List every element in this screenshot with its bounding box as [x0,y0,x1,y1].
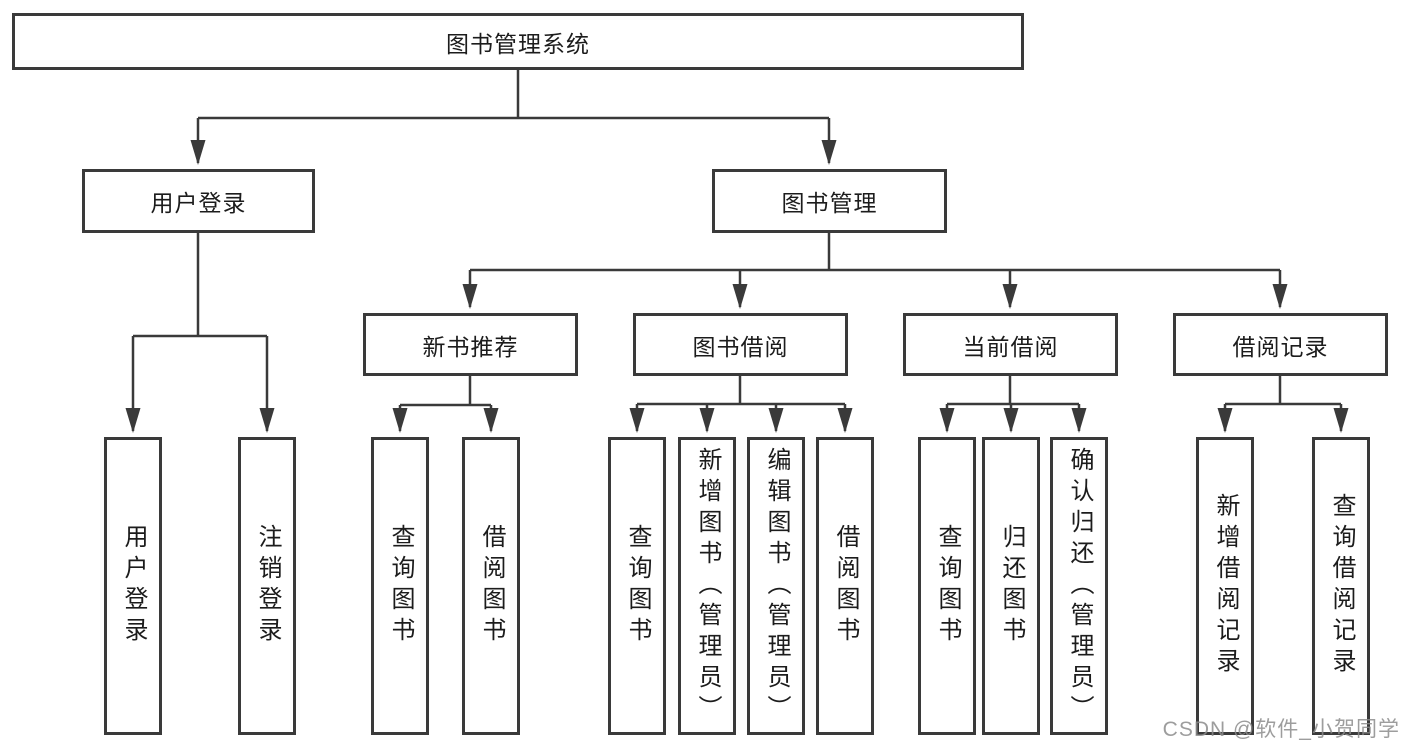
node-book-management: 图书管理 [712,169,947,233]
node-current-borrow: 当前借阅 [903,313,1118,376]
leaf-query-borrow-record: 查询借阅记录 [1312,437,1370,735]
csdn-watermark: CSDN @软件_小贺同学 [1162,718,1400,741]
node-user-login: 用户登录 [82,169,315,233]
leaf-query-books-borrow: 查询图书 [608,437,666,735]
connector-root [190,69,837,165]
connector-borrow-record [1217,376,1349,433]
leaf-query-books-current: 查询图书 [918,437,976,735]
node-book-borrow: 图书借阅 [633,313,848,376]
leaf-borrow-books-recommend: 借阅图书 [462,437,520,735]
connector-current-borrow [939,376,1087,433]
leaf-user-login: 用户登录 [104,437,162,735]
node-borrow-record: 借阅记录 [1173,313,1388,376]
connector-new-book [392,376,499,433]
leaf-return-books: 归还图书 [982,437,1040,735]
connector-user-login [125,233,275,433]
leaf-confirm-return-admin: 确认归还（管理员） [1050,437,1108,735]
leaf-edit-books-admin: 编辑图书（管理员） [747,437,805,735]
leaf-add-books-admin: 新增图书（管理员） [678,437,736,735]
leaf-borrow-books: 借阅图书 [816,437,874,735]
leaf-logout: 注销登录 [238,437,296,735]
leaf-add-borrow-record: 新增借阅记录 [1196,437,1254,735]
node-root-system: 图书管理系统 [12,13,1024,70]
connector-book-borrow [629,376,853,433]
leaf-query-books-recommend: 查询图书 [371,437,429,735]
node-new-book-recommend: 新书推荐 [363,313,578,376]
connector-book-management [462,233,1288,309]
